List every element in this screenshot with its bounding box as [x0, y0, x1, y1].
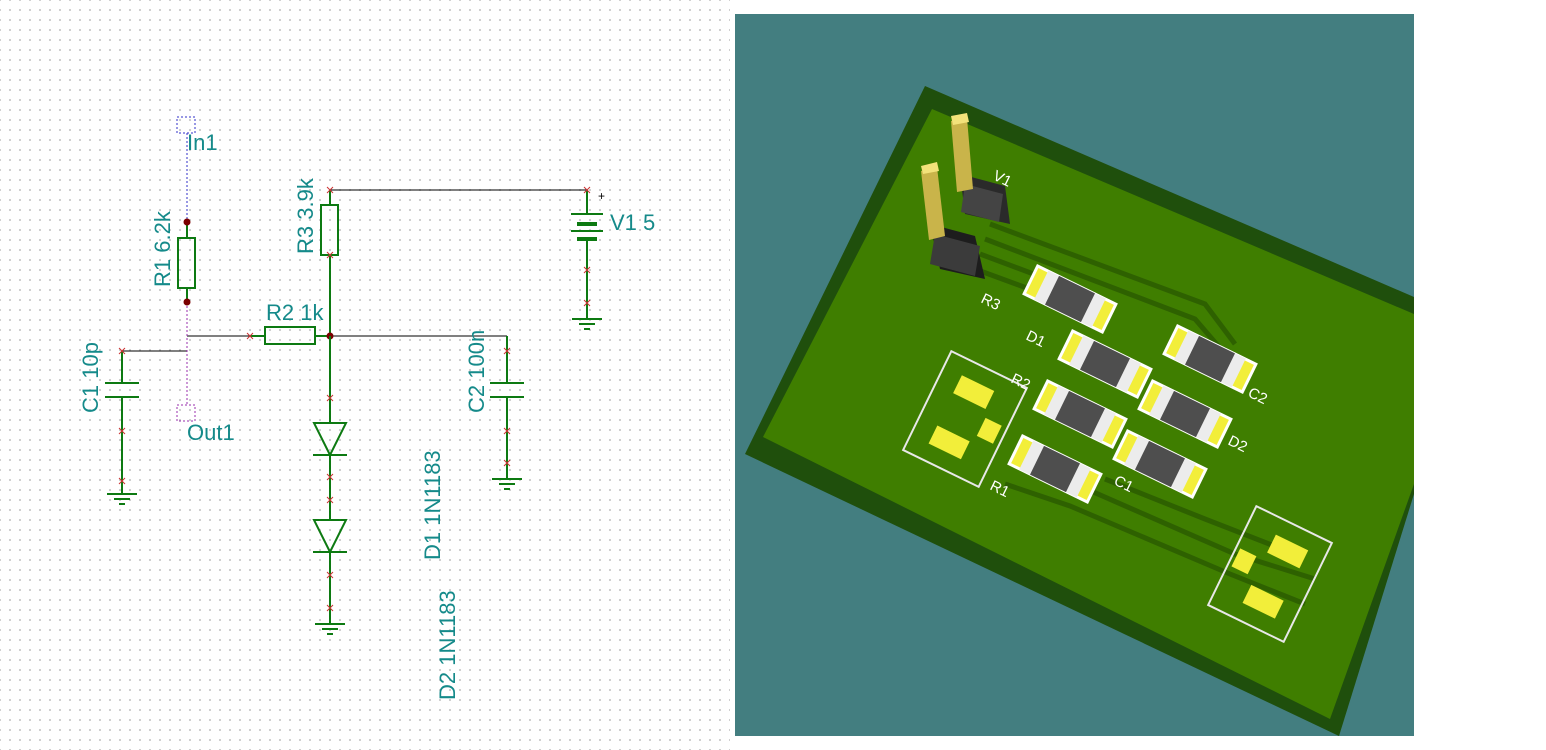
- c2-label: C2 100n: [464, 330, 489, 413]
- d2-component[interactable]: [1137, 378, 1233, 450]
- c1-capacitor[interactable]: [105, 351, 139, 505]
- v1-label: V1 5: [610, 210, 655, 235]
- v1-plus-sign: +: [598, 189, 605, 203]
- pcb-3d-drawing: V1 R3 D1 R2 R1 C1 C2 D2: [745, 86, 1414, 736]
- r3-component[interactable]: [1022, 263, 1118, 335]
- silk-d2: D2: [1225, 432, 1250, 456]
- wires: [122, 189, 587, 352]
- silk-c1: C1: [1111, 472, 1136, 496]
- c1-component[interactable]: [1112, 428, 1208, 500]
- c2-component[interactable]: [1162, 323, 1258, 395]
- r1-component[interactable]: [1007, 433, 1103, 505]
- r3-resistor[interactable]: [320, 190, 339, 336]
- out1-port[interactable]: [176, 302, 196, 422]
- r1-label: R1 6.2k: [150, 210, 175, 287]
- r2-label: R2 1k: [266, 300, 324, 325]
- out1-label: Out1: [187, 420, 235, 445]
- r3-label: R3 3.9k: [293, 177, 318, 254]
- silk-r2: R2: [1008, 370, 1033, 394]
- schematic-drawing: In1 Out1 R1 6.2k R2 1k R3 3.9k C1 10p C2…: [78, 116, 655, 700]
- diode-stack[interactable]: [312, 336, 348, 635]
- traces: [974, 221, 1316, 607]
- d1-component[interactable]: [1057, 328, 1153, 400]
- silk-r3: R3: [978, 290, 1003, 314]
- pin-markers: [118, 186, 591, 612]
- r2-component[interactable]: [1032, 378, 1128, 450]
- silk-d1: D1: [1023, 327, 1048, 351]
- sot-footprint-right: [1206, 504, 1334, 644]
- in1-label: In1: [187, 130, 218, 155]
- v1-battery[interactable]: [571, 190, 603, 330]
- c1-label: C1 10p: [78, 342, 103, 413]
- in1-port[interactable]: [176, 116, 196, 222]
- d2-label: D2 1N1183: [435, 590, 460, 700]
- r1-resistor[interactable]: [177, 218, 196, 306]
- silk-c2: C2: [1245, 384, 1270, 408]
- pcb-3d-view[interactable]: V1 R3 D1 R2 R1 C1 C2 D2: [735, 14, 1414, 736]
- sot-footprint-left: [901, 349, 1029, 489]
- v1-pin-header[interactable]: [921, 113, 1010, 279]
- d1-label: D1 1N1183: [420, 450, 445, 560]
- schematic-canvas[interactable]: In1 Out1 R1 6.2k R2 1k R3 3.9k C1 10p C2…: [0, 0, 730, 750]
- silk-r1: R1: [987, 477, 1012, 501]
- silk-v1: V1: [990, 167, 1014, 190]
- r2-resistor[interactable]: [250, 326, 334, 345]
- c2-capacitor[interactable]: [490, 336, 524, 490]
